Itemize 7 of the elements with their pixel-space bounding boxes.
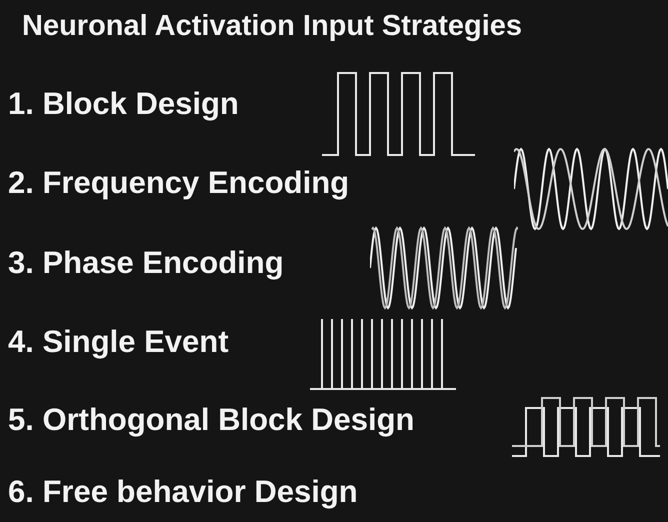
strategy-label: 5. Orthogonal Block Design — [8, 401, 414, 439]
strategy-label: 2. Frequency Encoding — [8, 164, 350, 202]
strategy-label: 6. Free behavior Design — [8, 473, 358, 511]
strategy-label: 3. Phase Encoding — [8, 244, 284, 282]
strategy-label: 1. Block Design — [8, 85, 239, 123]
diagram-title: Neuronal Activation Input Strategies — [22, 9, 522, 44]
strategy-label: 4. Single Event — [8, 323, 229, 361]
